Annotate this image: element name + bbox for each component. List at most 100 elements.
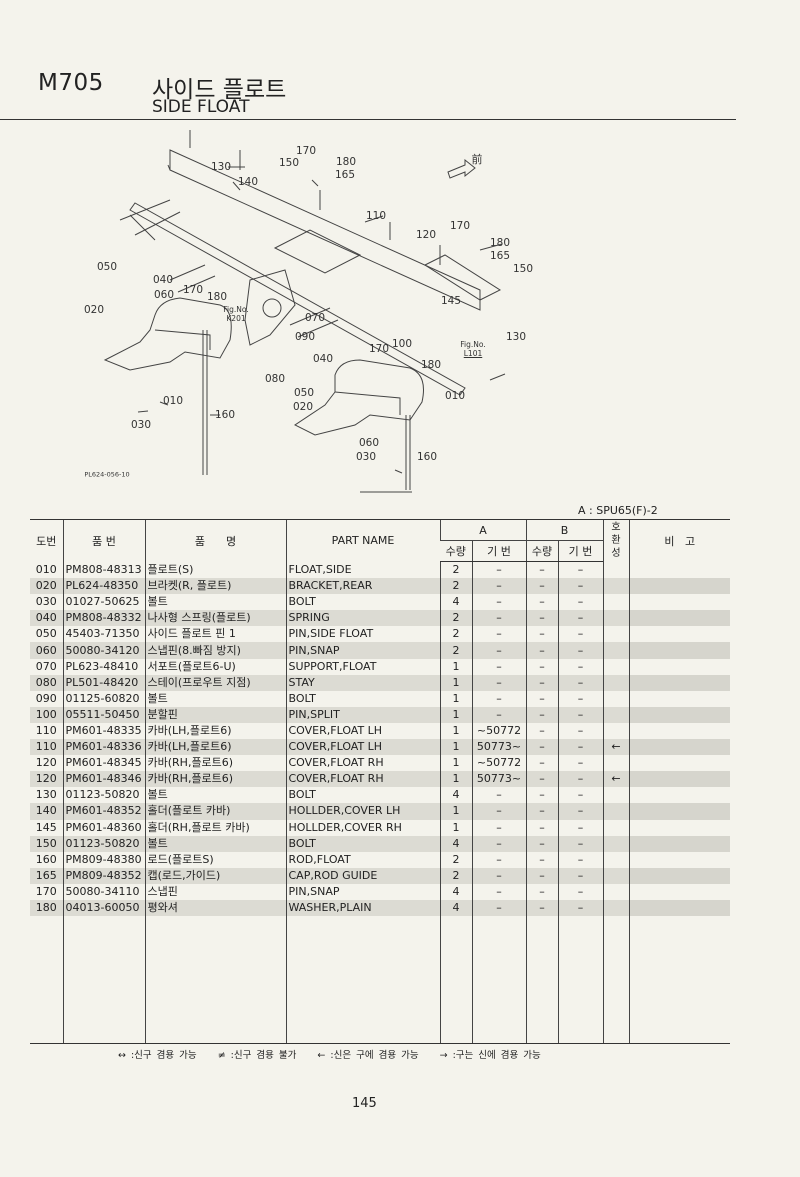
cell-ref: 140 bbox=[30, 803, 63, 820]
cell-a-qty: 1 bbox=[439, 771, 472, 788]
cell-b-qty: – bbox=[525, 883, 558, 900]
cell-a-serial: – bbox=[471, 594, 526, 611]
cell-name-ko: 서포트(플로트6-U) bbox=[144, 658, 286, 675]
front-arrow-icon bbox=[447, 158, 476, 179]
empty-cell bbox=[62, 916, 145, 1045]
cell-name-ko: 볼트 bbox=[144, 690, 286, 707]
cell-a-serial: 50773~ bbox=[471, 771, 526, 788]
cell-part-name: WASHER,PLAIN bbox=[285, 899, 440, 917]
cell-a-qty: 1 bbox=[439, 706, 472, 723]
empty-cell bbox=[439, 916, 472, 1045]
cell-remarks bbox=[628, 706, 730, 723]
cell-compat bbox=[602, 578, 629, 595]
callout: 180 bbox=[420, 359, 442, 371]
callout: 130 bbox=[505, 331, 527, 343]
callout: 030 bbox=[355, 451, 377, 463]
section-code: M705 bbox=[38, 70, 104, 96]
cell-a-qty: 4 bbox=[439, 835, 472, 852]
empty-cell bbox=[30, 916, 63, 1045]
figure-reference-l101[interactable]: Fig.No.L101 bbox=[460, 340, 485, 358]
cell-a-serial: – bbox=[471, 803, 526, 820]
cell-a-qty: 1 bbox=[439, 674, 472, 691]
header-part-name: PART NAME bbox=[285, 519, 440, 562]
cell-name-ko: 볼트 bbox=[144, 594, 286, 611]
callout: 150 bbox=[512, 263, 534, 275]
cell-a-serial: – bbox=[471, 610, 526, 627]
cell-b-qty: – bbox=[525, 626, 558, 643]
cell-ref: 145 bbox=[35, 820, 57, 834]
cell-compat bbox=[602, 755, 629, 772]
cell-part-name: COVER,FLOAT LH bbox=[285, 739, 440, 756]
cell-name-ko: 스냅핀 bbox=[144, 883, 286, 900]
cell-ref: 020 bbox=[30, 578, 63, 595]
cell-a-qty: 4 bbox=[439, 787, 472, 804]
callout: 160 bbox=[214, 409, 236, 421]
cell-b-serial: – bbox=[557, 706, 603, 723]
cell-compat: ← bbox=[602, 739, 629, 756]
cell-remarks bbox=[628, 674, 730, 691]
cell-a-serial: – bbox=[471, 851, 526, 868]
fig-number: L101 bbox=[463, 349, 483, 358]
figure-reference-k201[interactable]: Fig.No.K201 bbox=[223, 305, 248, 323]
cell-part-name: HOLLDER,COVER RH bbox=[285, 819, 440, 836]
cell-b-serial: – bbox=[557, 771, 603, 788]
fig-label: Fig.No. bbox=[460, 340, 486, 349]
cell-part-name: COVER,FLOAT RH bbox=[285, 771, 440, 788]
cell-b-qty: – bbox=[525, 835, 558, 852]
cell-a-qty: 2 bbox=[439, 578, 472, 595]
cell-a-serial: – bbox=[471, 626, 526, 643]
callout: 060 bbox=[153, 289, 175, 301]
cell-b-serial: – bbox=[557, 610, 603, 627]
cell-part-no: PL623-48410 bbox=[62, 658, 145, 675]
empty-cell bbox=[285, 916, 440, 1045]
cell-compat bbox=[602, 835, 629, 852]
cell-remarks bbox=[628, 642, 730, 659]
cell-part-name: SPRING bbox=[285, 610, 440, 627]
cell-remarks bbox=[628, 771, 730, 788]
cell-a-qty: 2 bbox=[439, 851, 472, 868]
cell-part-name: BOLT bbox=[285, 787, 440, 804]
cell-b-serial: – bbox=[557, 561, 603, 579]
legend-item: ≠ :신구 겸용 불가 bbox=[217, 1050, 297, 1061]
callout: 040 bbox=[152, 274, 174, 286]
cell-part-no: 50080-34120 bbox=[62, 642, 145, 659]
cell-remarks bbox=[628, 819, 730, 836]
cell-ref: 170 bbox=[35, 884, 57, 898]
callout: 180 bbox=[335, 156, 357, 168]
callout: 010 bbox=[444, 390, 466, 402]
cell-a-serial: – bbox=[471, 883, 526, 900]
callout: 170 bbox=[182, 284, 204, 296]
cell-b-serial: – bbox=[557, 594, 603, 611]
callout: 140 bbox=[237, 176, 259, 188]
cell-part-no: PM601-48346 bbox=[62, 771, 145, 788]
cell-name-ko: 나사형 스프링(플로트) bbox=[144, 610, 286, 627]
callout: 090 bbox=[294, 331, 316, 343]
cell-part-name: ROD,FLOAT bbox=[285, 851, 440, 868]
cell-name-ko: 로드(플로트S) bbox=[144, 851, 286, 868]
callout: 050 bbox=[293, 387, 315, 399]
callout: 130 bbox=[210, 161, 232, 173]
cell-part-name: FLOAT,SIDE bbox=[285, 561, 440, 579]
header-compat: 호 환 성 bbox=[602, 519, 629, 562]
cell-remarks bbox=[628, 883, 730, 900]
cell-a-serial: – bbox=[471, 561, 526, 579]
cell-part-no: PL624-48350 bbox=[62, 578, 145, 595]
cell-ref: 060 bbox=[30, 642, 63, 659]
cell-b-serial: – bbox=[557, 835, 603, 852]
cell-name-ko: 분할핀 bbox=[144, 706, 286, 723]
callout: 060 bbox=[358, 437, 380, 449]
cell-compat bbox=[602, 674, 629, 691]
cell-a-serial: – bbox=[471, 899, 526, 917]
cell-part-name: COVER,FLOAT RH bbox=[285, 755, 440, 772]
callout: 110 bbox=[365, 210, 387, 222]
cell-part-name: BOLT bbox=[285, 594, 440, 611]
